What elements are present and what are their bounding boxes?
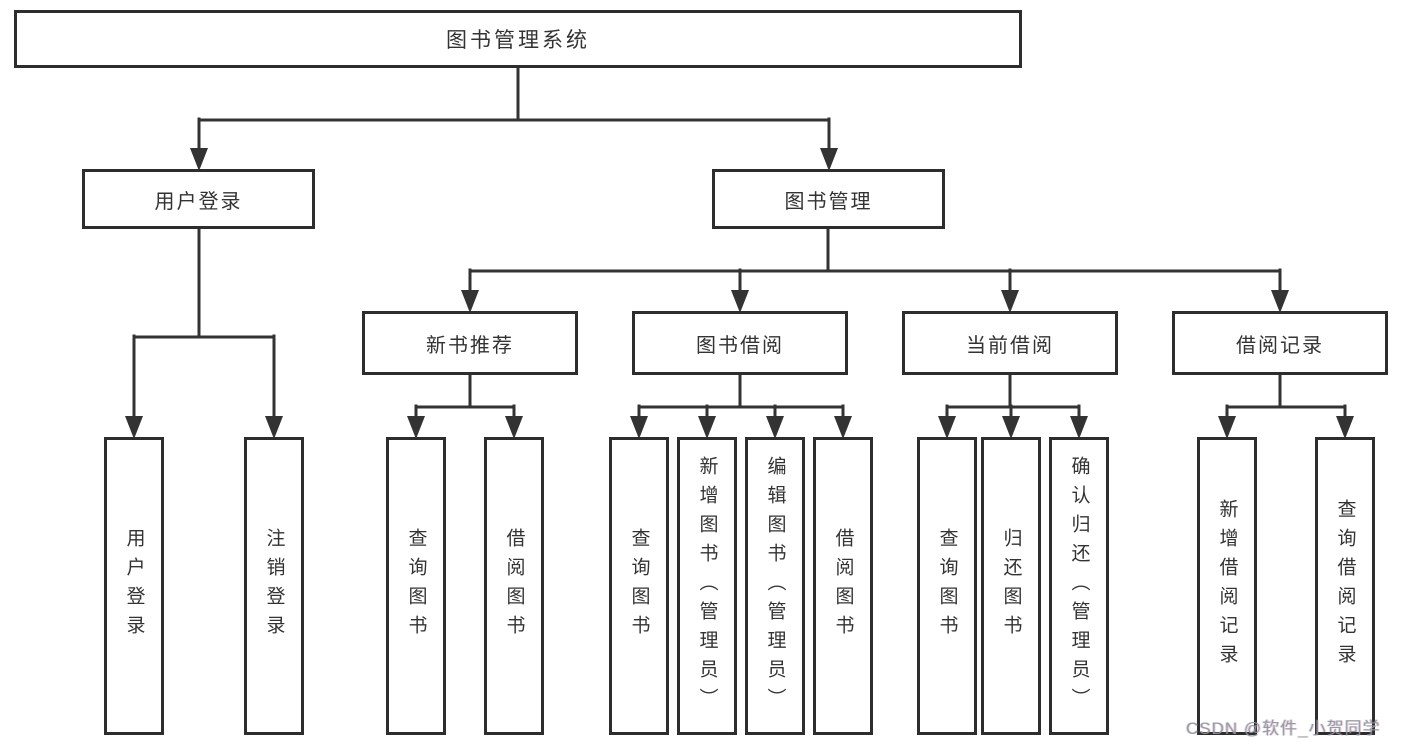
leaf-user-login-label: 用户登录 <box>123 528 145 644</box>
leaf-user-login: 用户登录 <box>104 437 164 735</box>
leaf-logout: 注销登录 <box>244 437 304 735</box>
leaf-query-book-current-label: 查询图书 <box>936 528 958 644</box>
node-user-login: 用户登录 <box>82 169 315 229</box>
leaf-return-book: 归还图书 <box>981 437 1041 735</box>
leaf-logout-label: 注销登录 <box>263 528 285 644</box>
leaf-add-book-admin-label: 新增图书（管理员） <box>696 455 718 717</box>
node-book-management: 图书管理 <box>712 169 945 229</box>
leaf-borrow-book: 借阅图书 <box>813 437 873 735</box>
leaf-confirm-return-admin-label: 确认归还（管理员） <box>1068 455 1090 717</box>
node-library-system: 图书管理系统 <box>14 10 1022 68</box>
leaf-borrow-book-recommend-label: 借阅图书 <box>503 528 525 644</box>
leaf-add-borrow-record: 新增借阅记录 <box>1197 437 1257 735</box>
leaf-query-book-borrow-label: 查询图书 <box>628 528 650 644</box>
leaf-add-borrow-record-label: 新增借阅记录 <box>1216 499 1238 673</box>
leaf-borrow-book-label: 借阅图书 <box>832 528 854 644</box>
leaf-query-borrow-record-label: 查询借阅记录 <box>1334 499 1356 673</box>
leaf-query-book-recommend-label: 查询图书 <box>405 528 427 644</box>
arrowheads <box>125 148 1354 439</box>
node-borrow-records: 借阅记录 <box>1172 311 1388 375</box>
leaf-edit-book-admin-label: 编辑图书（管理员） <box>764 455 786 717</box>
leaf-edit-book-admin: 编辑图书（管理员） <box>745 437 805 735</box>
leaf-return-book-label: 归还图书 <box>1000 528 1022 644</box>
connector-strokes <box>132 66 1347 421</box>
leaf-add-book-admin: 新增图书（管理员） <box>677 437 737 735</box>
leaf-query-book-current: 查询图书 <box>917 437 977 735</box>
node-new-book-recommend: 新书推荐 <box>362 311 578 375</box>
node-current-borrow: 当前借阅 <box>902 311 1118 375</box>
leaf-confirm-return-admin: 确认归还（管理员） <box>1049 437 1109 735</box>
node-book-borrow: 图书借阅 <box>632 311 848 375</box>
leaf-query-book-recommend: 查询图书 <box>386 437 446 735</box>
csdn-watermark: CSDN @软件_小贺同学 <box>1186 719 1381 738</box>
leaf-borrow-book-recommend: 借阅图书 <box>484 437 544 735</box>
leaf-query-borrow-record: 查询借阅记录 <box>1315 437 1375 735</box>
leaf-query-book-borrow: 查询图书 <box>609 437 669 735</box>
